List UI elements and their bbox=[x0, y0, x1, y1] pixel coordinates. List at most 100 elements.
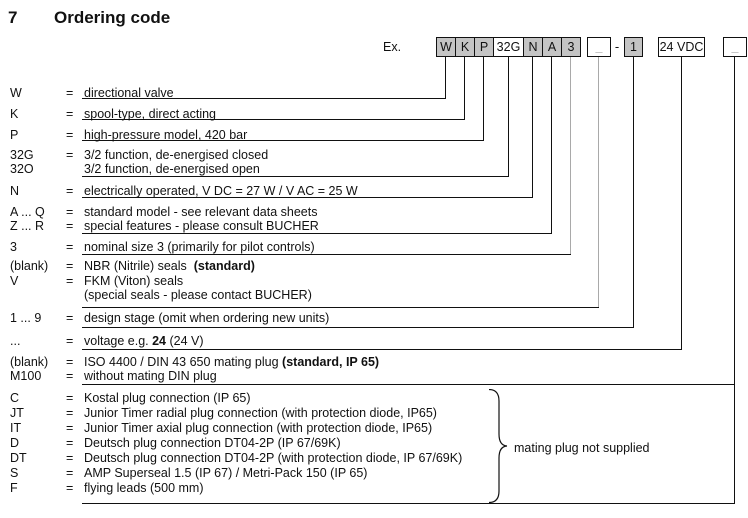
equals: = bbox=[66, 311, 74, 325]
rule-m100 bbox=[82, 384, 735, 385]
desc-text: Junior Timer axial plug connection (with… bbox=[84, 421, 433, 435]
desc-text: Deutsch plug connection DT04-2P (IP 67/6… bbox=[84, 436, 341, 450]
section-number: 7 bbox=[8, 8, 18, 27]
code-row: 3=nominal size 3 (primarily for pilot co… bbox=[0, 240, 748, 255]
code-row: A ... Q = standard model - see relevant da… bbox=[0, 205, 748, 220]
rule-32g bbox=[82, 176, 509, 177]
desc-text: without mating DIN plug bbox=[84, 369, 217, 383]
desc-text: voltage e.g. bbox=[84, 334, 153, 348]
equals: = bbox=[66, 205, 74, 219]
equals: = bbox=[66, 481, 74, 495]
description: 3/2 function, de-energised closed bbox=[84, 148, 268, 162]
code: 3 bbox=[10, 240, 17, 254]
connector-vline-k bbox=[464, 57, 465, 120]
description: Junior Timer radial plug connection (wit… bbox=[84, 406, 437, 420]
code: 1 ... 9 bbox=[10, 311, 42, 325]
description: flying leads (500 mm) bbox=[84, 481, 204, 495]
example-label: Ex. bbox=[383, 40, 402, 54]
equals: = bbox=[66, 406, 74, 420]
desc-text: high-pressure model, 420 bar bbox=[84, 128, 248, 142]
rule-w bbox=[82, 98, 446, 99]
code-row: C=Kostal plug connection (IP 65) bbox=[0, 391, 748, 406]
code-box-1: 1 bbox=[624, 37, 643, 57]
desc-text: standard model - see relevant data sheet… bbox=[84, 205, 318, 219]
code: A ... Q bbox=[10, 205, 45, 219]
code: P bbox=[10, 128, 19, 142]
code-box-3: 3 bbox=[561, 37, 581, 57]
code-row: V=FKM (Viton) seals bbox=[0, 274, 748, 289]
description: ISO 4400 / DIN 43 650 mating plug (stand… bbox=[84, 355, 379, 369]
code-row: 32G=3/2 function, de-energised closed bbox=[0, 148, 748, 163]
code: K bbox=[10, 107, 19, 121]
connector-vline-32g bbox=[508, 57, 509, 176]
equals: = bbox=[66, 421, 74, 435]
description: voltage e.g. 24 (24 V) bbox=[84, 334, 204, 348]
connector-vline-p bbox=[483, 57, 484, 141]
desc-text: 3/2 function, de-energised closed bbox=[84, 148, 269, 162]
desc-bold: (standard) bbox=[193, 259, 255, 273]
equals: = bbox=[66, 259, 74, 273]
brace bbox=[488, 389, 508, 503]
code-row: W=directional valve bbox=[0, 86, 748, 101]
brace-note: mating plug not supplied bbox=[514, 441, 650, 455]
desc-text: directional valve bbox=[84, 86, 174, 100]
description: (special seals - please contact BUCHER) bbox=[84, 288, 312, 302]
code-box-blank-plug: _ bbox=[723, 37, 747, 57]
code-row: ...=voltage e.g. 24 (24 V) bbox=[0, 334, 748, 349]
connector-vline-voltage bbox=[681, 57, 682, 349]
rule-n bbox=[82, 197, 533, 198]
description: Junior Timer axial plug connection (with… bbox=[84, 421, 432, 435]
code: V bbox=[10, 274, 19, 288]
connector-vline-3 bbox=[570, 57, 571, 254]
equals: = bbox=[66, 466, 74, 480]
code-row: JT = Junior Timer radial plug connection (… bbox=[0, 406, 748, 421]
description: Deutsch plug connection DT04-2P (IP 67/6… bbox=[84, 436, 341, 450]
code-box-blank-seal: _ bbox=[587, 37, 611, 57]
connector-vline-plug bbox=[734, 57, 735, 503]
code: ... bbox=[10, 334, 21, 348]
rule-p bbox=[82, 140, 484, 141]
code-row: Z ... R=special features - please consul… bbox=[0, 219, 748, 234]
code-row: F = flying leads (500 mm) bbox=[0, 481, 748, 496]
code-box-k: K bbox=[455, 37, 475, 57]
description: high-pressure model, 420 bar bbox=[84, 128, 247, 142]
code: JT bbox=[10, 406, 24, 420]
desc-text: Junior Timer radial plug connection (wit… bbox=[84, 406, 437, 420]
desc-text: Deutsch plug connection DT04-2P (with pr… bbox=[84, 451, 463, 465]
desc-text: (special seals - please contact BUCHER) bbox=[84, 288, 312, 302]
desc-text: spool-type, direct acting bbox=[84, 107, 217, 121]
code-row: (special seals - please contact BUCHER) bbox=[0, 288, 748, 303]
code-row: S=AMP Superseal 1.5 (IP 67) / Metri-Pack… bbox=[0, 466, 748, 481]
desc-text: electrically operated, V DC = 27 W / V A… bbox=[84, 184, 358, 198]
code: D bbox=[10, 436, 20, 450]
code: C bbox=[10, 391, 20, 405]
description: electrically operated, V DC = 27 W / V A… bbox=[84, 184, 358, 198]
description: Deutsch plug connection DT04-2P (with pr… bbox=[84, 451, 462, 465]
code: M100 bbox=[10, 369, 42, 383]
desc-text: FKM (Viton) seals bbox=[84, 274, 184, 288]
connector-vline-design bbox=[633, 57, 634, 327]
code-row: IT=Junior Timer axial plug connection (w… bbox=[0, 421, 748, 436]
code-box-a: A bbox=[542, 37, 562, 57]
rule-aq bbox=[82, 233, 552, 234]
description: NBR (Nitrile) seals (standard) bbox=[84, 259, 255, 273]
code-box-w: W bbox=[436, 37, 456, 57]
code: F bbox=[10, 481, 18, 495]
desc-bold: (standard, IP 65) bbox=[282, 355, 380, 369]
desc-text: nominal size 3 (primarily for pilot cont… bbox=[84, 240, 315, 254]
equals: = bbox=[66, 391, 74, 405]
code: (blank) bbox=[10, 355, 49, 369]
desc-text: special features - please consult BUCHER bbox=[84, 219, 319, 233]
desc-text: ISO 4400 / DIN 43 650 mating plug bbox=[84, 355, 283, 369]
equals: = bbox=[66, 451, 74, 465]
description: design stage (omit when ordering new uni… bbox=[84, 311, 329, 325]
code-row: (blank)=ISO 4400 / DIN 43 650 mating plu… bbox=[0, 355, 748, 370]
equals: = bbox=[66, 436, 74, 450]
code-separator: - bbox=[614, 39, 620, 54]
code-box-voltage: 24 VDC bbox=[658, 37, 705, 57]
desc-end: (24 V) bbox=[166, 334, 204, 348]
code: 32G bbox=[10, 148, 34, 162]
desc-bold: 24 bbox=[152, 334, 167, 348]
code: S bbox=[10, 466, 19, 480]
